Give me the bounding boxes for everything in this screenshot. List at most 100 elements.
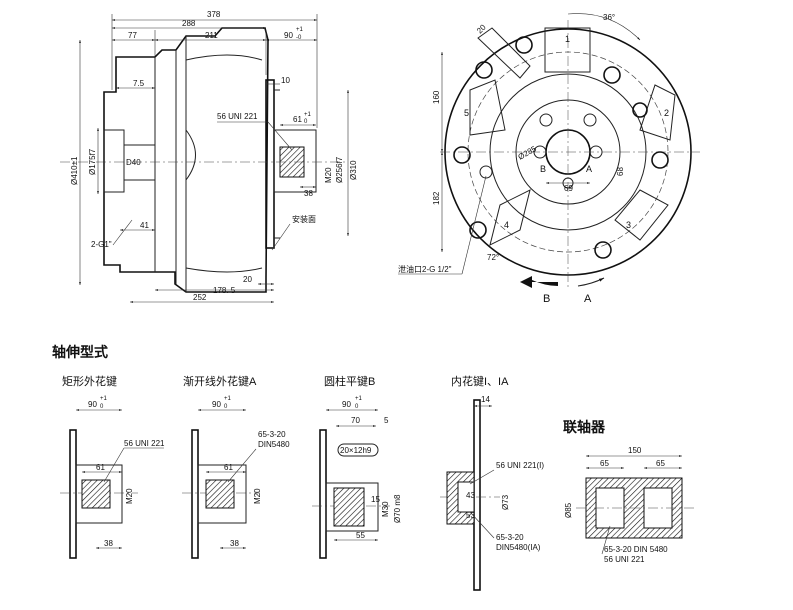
dim-90-up: +1 (296, 27, 304, 33)
v3-d55: 55 (356, 531, 365, 540)
leader (469, 511, 495, 539)
shaft-section-title: 轴伸型式 (52, 344, 108, 360)
bore (205, 479, 235, 509)
dim-61: 61 (293, 115, 302, 124)
rotation-arrow-a (577, 277, 605, 287)
port-b-label: B (540, 164, 546, 174)
v4-d14: 14 (481, 395, 490, 404)
front-view: 378 288 77 211 90 +1 -0 7.5 10 56 UNI 22… (60, 10, 358, 303)
variant-cylindrical-key: 圆柱平键B 20×12h9 90 +1 0 70 5 15 M30 Ø70 m8… (312, 374, 402, 559)
port-bolt (533, 145, 547, 159)
lobe-1 (544, 27, 591, 73)
v1-dn: 0 (100, 404, 104, 410)
lobe-num-1: 1 (565, 34, 570, 44)
dim-90: 90 (284, 31, 293, 40)
housing-curve (185, 129, 196, 181)
v3-m30: M30 (381, 501, 390, 517)
v4-d43: 43 (466, 491, 475, 500)
bolt (603, 66, 621, 84)
lobe-num-4: 4 (504, 220, 509, 230)
dim-211: 211 (205, 31, 218, 40)
shaft (197, 464, 247, 524)
key (337, 443, 379, 457)
dim-41: 41 (140, 221, 149, 230)
v4-din: DIN5480(IA) (496, 543, 541, 552)
dim-61-dn: 0 (304, 119, 308, 125)
dim-38: 38 (304, 189, 313, 198)
dim-77: 77 (128, 31, 137, 40)
dim-178-5: 178. 5 (213, 286, 236, 295)
leader (461, 175, 487, 275)
dim-61-up: +1 (304, 112, 312, 118)
bolt (594, 241, 612, 259)
leader (227, 448, 257, 483)
key-slot (477, 27, 531, 79)
coupling-d65a: 65 (600, 459, 609, 468)
v1-d90: 90 (88, 400, 97, 409)
v3-d90: 90 (342, 400, 351, 409)
leader (267, 121, 293, 151)
dim-10: 10 (281, 76, 290, 85)
dim-288: 288 (182, 19, 196, 28)
v1-d38: 38 (104, 539, 113, 548)
v2-d61: 61 (224, 463, 233, 472)
housing-outline (103, 27, 269, 293)
flange (319, 429, 327, 559)
dim-68: 68 (616, 167, 625, 176)
left-detail (103, 129, 125, 193)
dim-phi310: Ø310 (349, 160, 358, 180)
v2-d90: 90 (212, 400, 221, 409)
dim-160: 160 (432, 90, 441, 104)
bolt (651, 151, 669, 169)
coupling-spec1: 65-3-20 DIN 5480 (604, 545, 668, 554)
port-bolt (589, 145, 603, 159)
coupling-d150: 150 (628, 446, 642, 455)
coupling-spec2: 56 UNI 221 (604, 555, 645, 564)
leader (271, 223, 291, 251)
v4-uni: 56 UNI 221(I) (496, 461, 544, 470)
port-bolt (539, 113, 553, 127)
dim-378: 378 (207, 10, 221, 19)
bolt (515, 36, 533, 54)
v1-up: +1 (100, 396, 108, 402)
dim-phi175: Ø175f7 (88, 148, 97, 175)
bore (81, 479, 111, 509)
bolt (475, 61, 493, 79)
v4-phi73: Ø73 (501, 494, 510, 510)
dim-m20: M20 (324, 167, 333, 183)
bolt (453, 146, 471, 164)
hub-bore (457, 481, 475, 513)
coupling-d65b: 65 (656, 459, 665, 468)
flange (191, 429, 199, 559)
variant-3-title: 圆柱平键B (324, 374, 375, 388)
lobe-num-2: 2 (664, 108, 669, 118)
side-view: 20 36° 160 182 Ø285 69 68 72° B A 泄油口2-G… (398, 13, 700, 305)
dim-20: 20 (243, 275, 252, 284)
v3-dn: 0 (355, 404, 359, 410)
dim-7-5: 7.5 (133, 79, 145, 88)
dim-90-dn: -0 (296, 35, 302, 41)
lobe-5 (469, 79, 506, 136)
v4-d53: 53 (466, 511, 475, 520)
shaft (325, 482, 379, 532)
v2-dn: 0 (224, 404, 228, 410)
lobe-num-5: 5 (464, 108, 469, 118)
dim-182: 182 (432, 191, 441, 205)
dim-phi285: Ø285 (517, 144, 539, 162)
variant-4-title: 内花键I、IA (451, 374, 509, 388)
v3-d15: 15 (371, 495, 380, 504)
v2-d38: 38 (230, 539, 239, 548)
dim-arc-36 (567, 13, 641, 41)
dim-36: 36° (603, 13, 615, 22)
coupling-phi85: Ø85 (564, 502, 573, 518)
v1-d61: 61 (96, 463, 105, 472)
lobe-2 (639, 84, 676, 141)
flange (69, 429, 77, 559)
lobe-4 (489, 189, 531, 246)
leader (601, 525, 611, 555)
v3-d5: 5 (384, 416, 389, 425)
v2-m20: M20 (253, 488, 262, 504)
rotation-b-label: B (543, 293, 550, 305)
port-a-label: A (586, 164, 592, 174)
